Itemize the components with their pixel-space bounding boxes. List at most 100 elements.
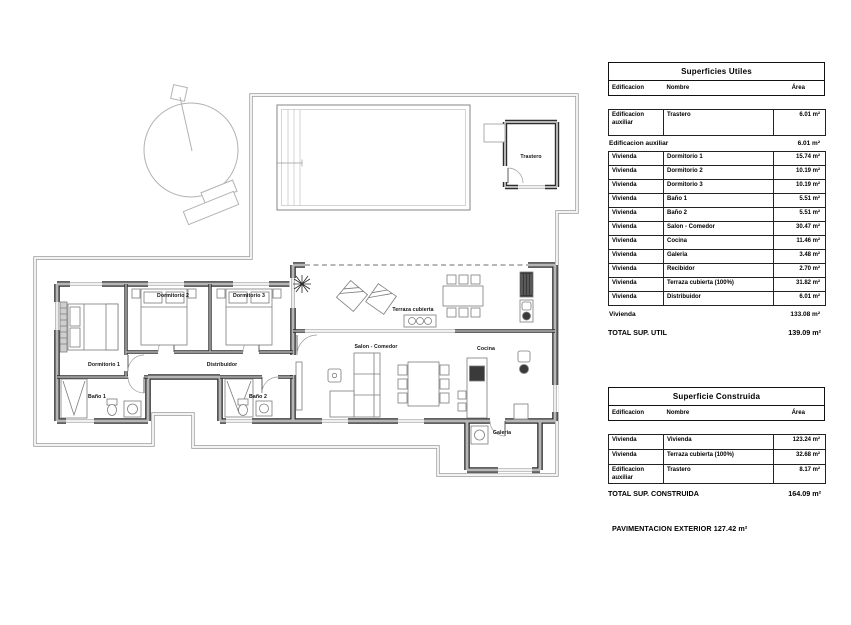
table-cell: 6.01 m² — [773, 291, 826, 306]
construida-column-headers: Edificacion Nombre Área — [608, 406, 825, 421]
total-value: 164.09 m² — [788, 488, 821, 498]
utiles-title: Superficies Utiles — [608, 62, 825, 81]
table-cell: Recibidor — [663, 263, 774, 278]
windows — [53, 185, 559, 474]
label-trastero: Trastero — [520, 154, 541, 160]
pool-ladder — [277, 159, 303, 167]
table-cell: Vivienda — [608, 249, 664, 264]
label-dormitorio-1: Dormitorio 1 — [88, 362, 120, 368]
bed-dormitorio-1 — [59, 301, 119, 353]
table-cell: Dormitorio 2 — [663, 165, 774, 180]
table-cell: Vivienda — [608, 221, 664, 236]
needle-base — [170, 84, 188, 102]
table-cell: 32.68 m² — [773, 449, 826, 465]
label-galeria: Galeria — [493, 430, 511, 436]
column-area: Área — [791, 85, 805, 91]
table-cell: Vivienda — [608, 151, 664, 166]
window-vertical-set — [53, 278, 559, 412]
label-distribuidor: Distribuidor — [207, 362, 238, 368]
table-cell: Dormitorio 1 — [663, 151, 774, 166]
column-nombre: Nombre — [666, 410, 690, 416]
table-cell: Vivienda — [608, 291, 664, 306]
table-cell: Vivienda — [608, 193, 664, 208]
table-cell: Vivienda — [608, 235, 664, 250]
exterior-pad — [483, 123, 506, 143]
table-cell: Terraza cubierta (100%) — [663, 277, 774, 292]
label-dormitorio-3: Dormitorio 3 — [233, 293, 265, 299]
utiles-column-headers: Edificacion Nombre Área — [608, 81, 825, 96]
pool-steps — [287, 109, 301, 206]
table-cell: Trastero — [663, 109, 774, 136]
table-cell: Baño 1 — [663, 193, 774, 208]
utiles-vivienda-subtotal: Vivienda 133.08 m² — [608, 306, 825, 323]
sunbed-large — [182, 190, 240, 226]
column-nombre: Nombre — [666, 85, 690, 91]
door-arc-bano-1 — [127, 376, 145, 394]
label-cocina: Cocina — [477, 346, 495, 352]
table-cell: 2.70 m² — [773, 263, 826, 278]
utiles-aux-subtotal: Edificacion auxiliar 6.01 m² — [608, 136, 825, 151]
table-cell: Cocina — [663, 235, 774, 250]
column-area: Área — [791, 410, 805, 416]
table-cell: 10.19 m² — [773, 179, 826, 194]
pavimentacion-note: PAVIMENTACION EXTERIOR 127.42 m² — [612, 524, 748, 533]
table-cell: Vivienda — [608, 165, 664, 180]
table-cell: 30.47 m² — [773, 221, 826, 236]
table-cell: Vivienda — [608, 179, 664, 194]
subtotal-value: 6.01 m² — [797, 140, 820, 147]
glass-sliding-door — [305, 329, 455, 333]
round-feature — [143, 84, 240, 226]
pool — [276, 104, 471, 211]
needle-line — [179, 96, 193, 152]
table-cell: Salon - Comedor — [663, 221, 774, 236]
door-arc-entrance — [296, 334, 318, 356]
furniture — [59, 123, 534, 445]
door-arc-trastero — [507, 167, 524, 184]
table-cell: Terraza cubierta (100%) — [663, 449, 774, 465]
table-cell: Vivienda — [608, 449, 664, 465]
door-arc-galeria — [489, 420, 506, 437]
label-salon-comedor: Salon - Comedor — [354, 344, 397, 350]
grill — [403, 314, 437, 328]
plant-icon — [293, 275, 311, 293]
label-terraza-cubierta: Terraza cubierta — [392, 307, 433, 313]
table-cell: 8.17 m² — [773, 464, 826, 484]
construida-total: TOTAL SUP. CONSTRUIDA 164.09 m² — [608, 484, 825, 502]
circle-outline — [143, 102, 239, 198]
kitchen-island — [457, 357, 488, 419]
table-cell: Edificacion auxiliar — [608, 109, 664, 136]
door-arc-bano-2 — [261, 376, 279, 394]
table-cell: 5.51 m² — [773, 207, 826, 222]
table-cell: Trastero — [663, 464, 774, 484]
utiles-total: TOTAL SUP. UTIL 139.09 m² — [608, 323, 825, 341]
table-cell: 31.82 m² — [773, 277, 826, 292]
table-superficie-construida: Superficie Construida Edificacion Nombre… — [608, 387, 826, 502]
window-horizontal-set — [66, 185, 545, 474]
kitchen-sink-unit — [513, 350, 531, 420]
table-cell: Vivienda — [608, 434, 664, 450]
table-cell: 10.19 m² — [773, 165, 826, 180]
table-cell: Galeria — [663, 249, 774, 264]
table-cell: Distribuidor — [663, 291, 774, 306]
sofa — [329, 352, 381, 418]
lounge-chair-1 — [335, 279, 369, 313]
table-cell: Baño 2 — [663, 207, 774, 222]
table-cell: Edificacion auxiliar — [608, 464, 664, 484]
bathroom-2-fixtures — [224, 378, 273, 418]
total-label: TOTAL SUP. UTIL — [608, 327, 667, 337]
washer — [470, 425, 489, 445]
bed-dormitorio-3 — [216, 288, 282, 346]
table-cell: 15.74 m² — [773, 151, 826, 166]
side-table — [327, 368, 342, 383]
